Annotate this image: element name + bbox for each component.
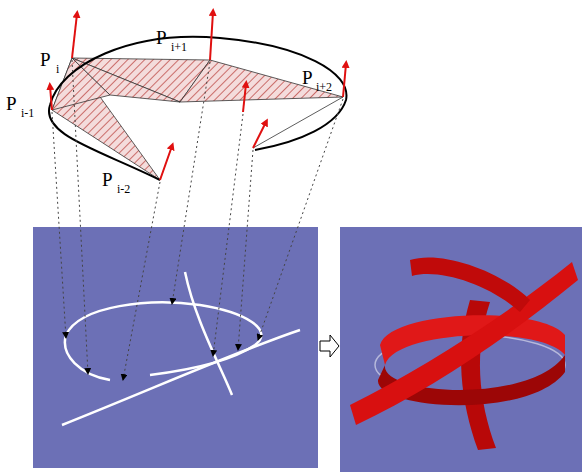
sketch-curve <box>62 272 300 425</box>
ribbon-panel <box>340 227 582 472</box>
point-subscript: i+1 <box>171 41 187 53</box>
point-subscript: i-1 <box>21 107 34 119</box>
point-subscript: i+2 <box>316 81 332 93</box>
point-label: P <box>40 50 51 69</box>
point-label: P <box>302 68 313 87</box>
point-label: P <box>6 94 17 113</box>
curve-panel <box>33 227 318 468</box>
frame-arrows <box>50 12 346 180</box>
point-label: P <box>102 170 113 189</box>
point-subscript: i <box>56 63 59 75</box>
leader-lines <box>52 60 343 380</box>
ribbon <box>350 257 578 450</box>
hollow-arrow <box>320 335 339 357</box>
point-subscript: i-2 <box>117 183 130 195</box>
hatched-triangles <box>52 58 343 180</box>
curve <box>49 37 347 180</box>
point-label: P <box>156 28 167 47</box>
